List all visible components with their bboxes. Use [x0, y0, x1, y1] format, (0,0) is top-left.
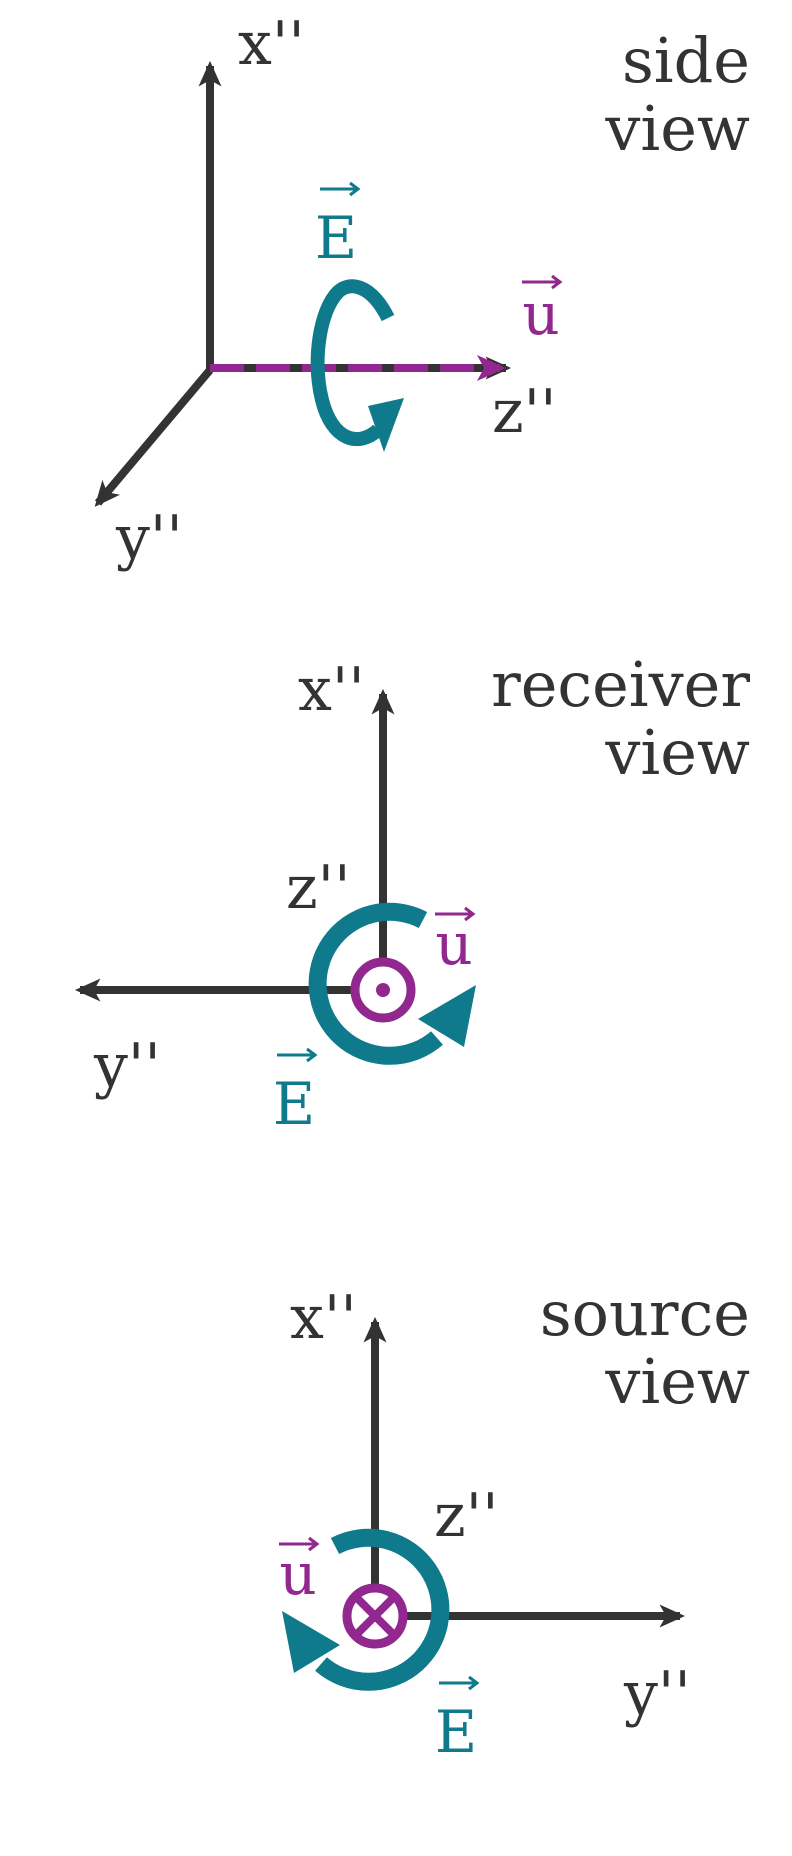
side-propagation-label: u [522, 274, 563, 348]
receiver-field-label: E [273, 1047, 318, 1138]
side-field-label: E [315, 181, 361, 272]
receiver-propagation-vector-tip [464, 906, 476, 922]
side-title-line2: view [604, 92, 750, 165]
side-field-vector-tip [349, 181, 361, 197]
side-propagation-symbol: u [522, 280, 559, 348]
receiver-view-panel: receiver view x'' y'' z'' u E [74, 648, 750, 1138]
source-propagation-symbol: u [279, 1540, 316, 1608]
receiver-field-symbol: E [273, 1070, 315, 1138]
receiver-field-arrowhead [418, 985, 476, 1047]
source-field-vector-tip [468, 1675, 480, 1691]
receiver-y-label: y'' [93, 1031, 161, 1101]
receiver-propagation-dot [376, 983, 390, 997]
source-propagation-vector-tip [308, 1536, 320, 1552]
source-field-symbol: E [435, 1698, 477, 1766]
source-x-label: x'' [290, 1283, 357, 1353]
source-z-label: z'' [434, 1481, 499, 1551]
receiver-title-line2: view [604, 716, 750, 789]
receiver-propagation-label: u [435, 906, 476, 978]
receiver-field-rotation [308, 902, 443, 1065]
side-y-axis [94, 367, 214, 507]
receiver-title-line1: receiver [491, 648, 750, 721]
side-field-arrowhead [368, 398, 404, 452]
source-title-line2: view [604, 1345, 750, 1418]
source-field-label: E [435, 1675, 480, 1766]
side-view-panel: side view x'' y'' z'' E u [94, 9, 750, 573]
source-field-rotation [315, 1528, 450, 1691]
source-propagation-cross-b [354, 1595, 396, 1637]
source-view-panel: source view x'' y'' z'' u E [279, 1277, 750, 1766]
side-z-label: z'' [492, 377, 557, 447]
source-y-label: y'' [623, 1659, 691, 1729]
side-y-label: y'' [115, 503, 183, 573]
source-field-arrowhead [282, 1611, 340, 1673]
receiver-z-label: z'' [286, 853, 351, 923]
receiver-propagation-symbol: u [435, 910, 472, 978]
receiver-field-vector-tip [306, 1047, 318, 1063]
side-propagation-vector-tip [551, 274, 563, 290]
side-field-symbol: E [315, 204, 357, 272]
side-x-label: x'' [238, 9, 305, 79]
receiver-x-label: x'' [298, 655, 365, 725]
side-field-rotation [310, 279, 395, 447]
side-title-line1: side [622, 24, 750, 97]
source-propagation-label: u [279, 1536, 320, 1608]
source-title-line1: source [540, 1277, 750, 1350]
